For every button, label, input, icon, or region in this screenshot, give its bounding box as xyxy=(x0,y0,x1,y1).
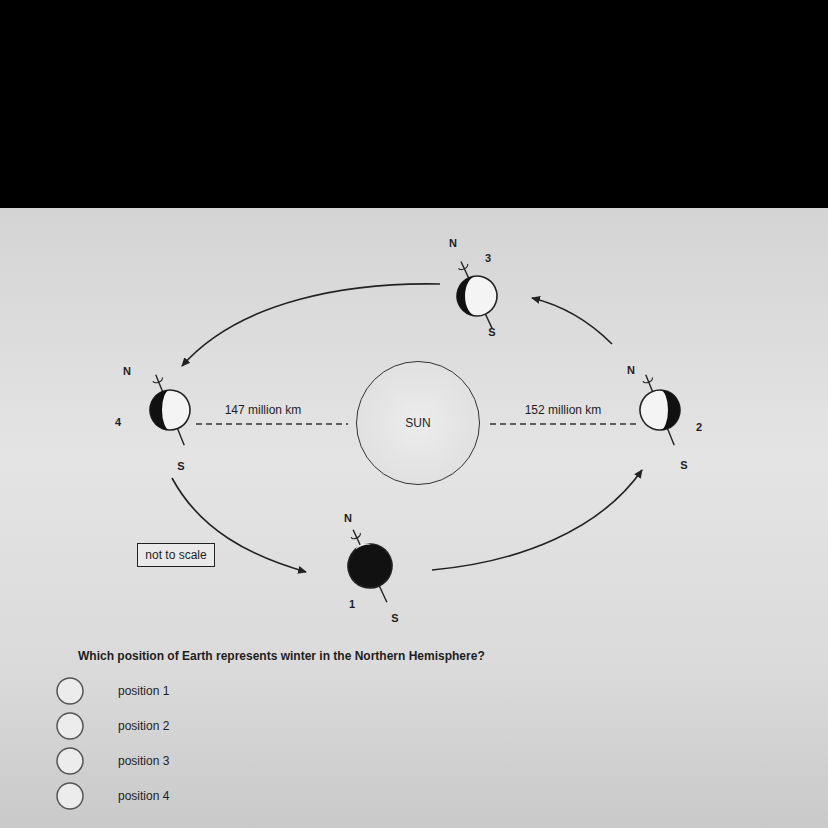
distance-label: 147 million km xyxy=(225,403,302,417)
pole-label: S xyxy=(177,460,184,472)
radio-button xyxy=(57,748,83,774)
radio-button xyxy=(57,678,83,704)
distance-line xyxy=(490,423,638,424)
pole-label: N xyxy=(344,512,352,524)
option-text: position 4 xyxy=(118,789,169,803)
option-text: position 3 xyxy=(118,754,169,768)
distance-label: 152 million km xyxy=(525,403,602,417)
sun-label: SUN xyxy=(405,416,430,430)
pole-label: S xyxy=(680,459,687,471)
orbit-arrow xyxy=(532,298,612,344)
earth xyxy=(437,253,510,340)
orbit-arrow xyxy=(182,284,440,366)
radio-button xyxy=(57,783,83,809)
question-text: Which position of Earth represents winte… xyxy=(78,649,485,663)
earth xyxy=(333,520,407,611)
pole-label: S xyxy=(391,612,398,624)
sun-circle: SUN xyxy=(356,361,480,485)
option-text: position 2 xyxy=(118,719,169,733)
earth xyxy=(132,367,203,455)
position-number: 3 xyxy=(485,252,491,264)
radio-button xyxy=(57,713,83,739)
option-text: position 1 xyxy=(118,684,169,698)
note-box: not to scale xyxy=(137,543,214,567)
orbit-arrow xyxy=(432,470,642,570)
earth xyxy=(627,365,698,453)
pole-label: N xyxy=(627,364,635,376)
position-number: 1 xyxy=(349,598,355,610)
pole-label: N xyxy=(449,237,457,249)
screen-ground xyxy=(0,208,828,828)
position-number: 4 xyxy=(115,416,121,428)
pole-label: N xyxy=(123,365,131,377)
note-text: not to scale xyxy=(145,548,206,562)
distance-line xyxy=(196,423,348,424)
position-number: 2 xyxy=(696,421,702,433)
pole-label: S xyxy=(488,326,495,338)
